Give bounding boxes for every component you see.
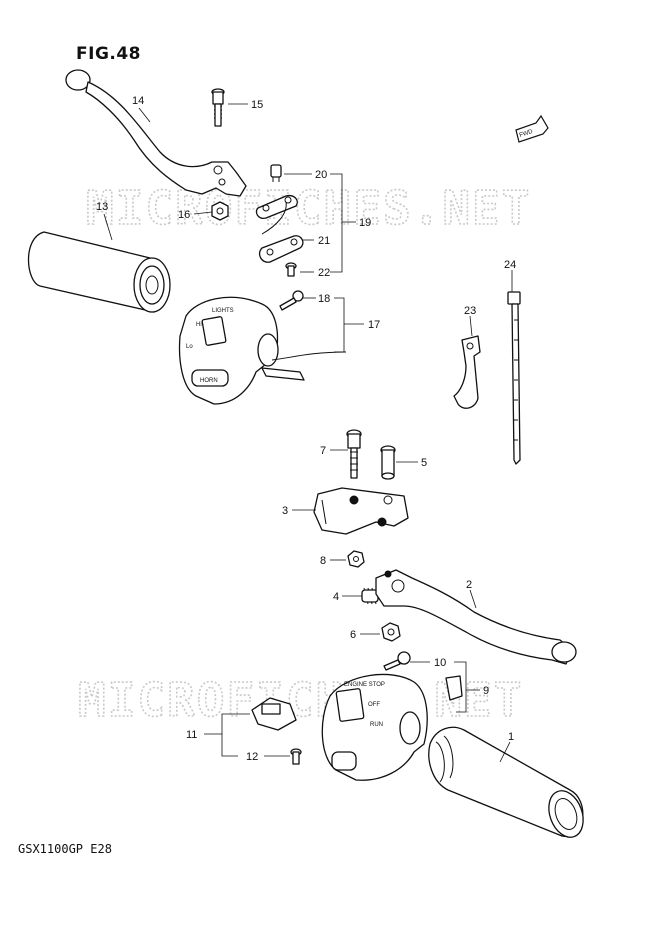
bracket-9 [445, 675, 463, 701]
callout-11: 11 [186, 729, 197, 741]
callout-4: 4 [333, 591, 339, 603]
nut-8 [347, 550, 365, 568]
screw-18 [279, 290, 304, 311]
screw-12 [290, 748, 302, 765]
callout-14: 14 [132, 95, 144, 107]
fwd-arrow-icon: FWD [515, 114, 549, 143]
callout-17: 17 [368, 319, 380, 331]
callout-18: 18 [318, 293, 330, 305]
nut-16 [211, 201, 229, 221]
callout-23: 23 [464, 305, 476, 317]
hi-label: Hi [196, 322, 202, 328]
callout-8: 8 [320, 555, 326, 567]
run-label: RUN [370, 722, 383, 728]
off-label: OFF [368, 702, 380, 708]
horn-label: HORN [200, 378, 218, 384]
callout-2: 2 [466, 579, 472, 591]
lever-holder-3 [313, 487, 409, 535]
screw-10 [383, 651, 411, 671]
model-code: GSX1100GP E28 [18, 842, 112, 856]
callout-19: 19 [359, 217, 371, 229]
callout-13: 13 [96, 201, 108, 213]
callout-1: 1 [508, 731, 514, 743]
nut-6 [381, 622, 401, 642]
pin-5 [380, 445, 396, 480]
callout-16: 16 [178, 209, 190, 221]
lo-label: Lo [186, 344, 193, 350]
clamp-20 [270, 164, 282, 182]
callout-6: 6 [350, 629, 356, 641]
clutch-lever [65, 69, 247, 197]
switch-part-11 [251, 697, 297, 731]
clamp-21 [258, 235, 304, 263]
callout-7: 7 [320, 445, 326, 457]
cable-clamp-23 [453, 335, 481, 409]
callout-20: 20 [315, 169, 327, 181]
callout-12: 12 [246, 751, 258, 763]
callout-24: 24 [504, 259, 516, 271]
callout-9: 9 [483, 685, 489, 697]
brake-lever-2 [375, 569, 577, 665]
callout-21: 21 [318, 235, 330, 247]
callout-5: 5 [421, 457, 427, 469]
bolt-7 [346, 429, 362, 479]
clamp-19-upper [255, 194, 298, 235]
watermark-top: MICROFICHES.NET [86, 181, 531, 235]
screw-22 [285, 262, 297, 277]
callout-15: 15 [251, 99, 263, 111]
callout-numbers: 1 2 3 4 5 6 7 8 9 10 11 12 13 14 15 16 1… [96, 95, 516, 763]
fwd-label: FWD [519, 129, 534, 139]
throttle-grip-1 [428, 726, 584, 838]
callout-10: 10 [434, 657, 446, 669]
grip-13 [27, 231, 171, 313]
right-switch-housing: ENGINE STOP OFF RUN [321, 673, 428, 781]
bolt-15 [211, 88, 225, 127]
callout-22: 22 [318, 267, 330, 279]
leader-lines [103, 103, 513, 763]
lights-label: LIGHTS [212, 308, 234, 314]
cable-tie-24 [507, 291, 521, 465]
figure-title: FIG.48 [76, 44, 142, 64]
engine-stop-label: ENGINE STOP [344, 682, 385, 688]
left-switch-housing: LIGHTS Hi Lo HORN [178, 296, 347, 405]
callout-3: 3 [282, 505, 288, 517]
